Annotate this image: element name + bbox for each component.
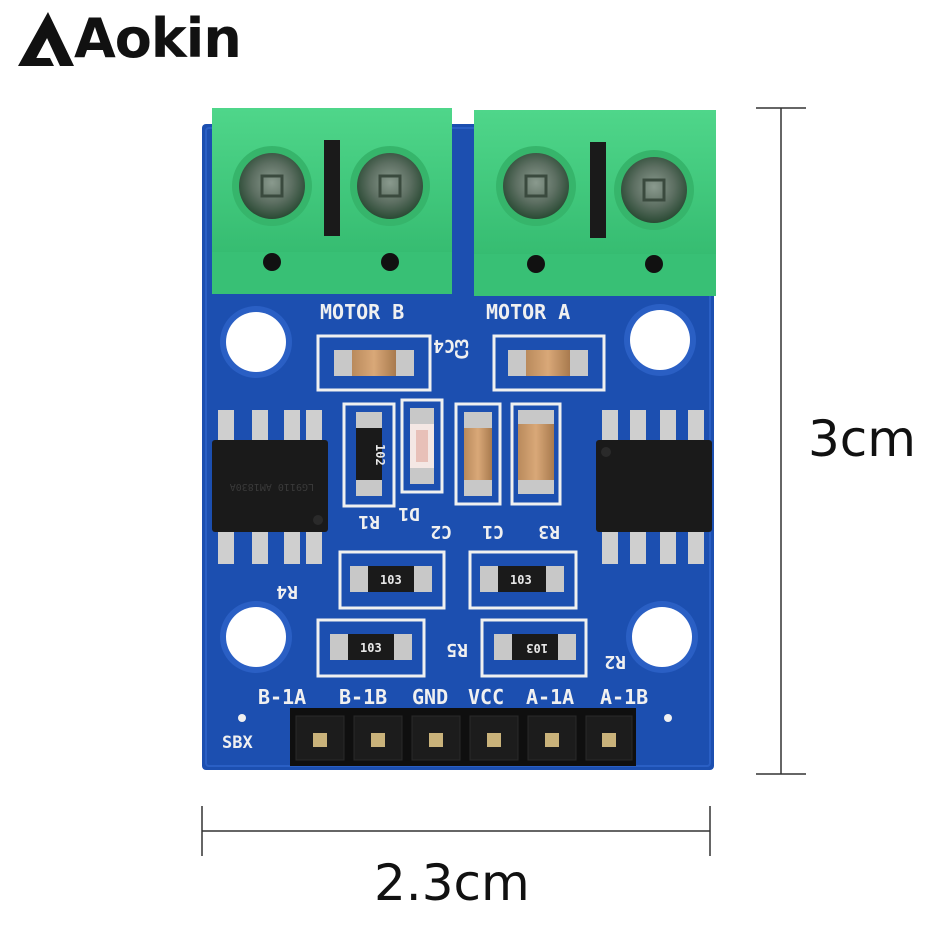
width-dimension-line [201,806,711,856]
r3-code: 103 [510,573,532,587]
capacitor-c1 [510,402,562,506]
label-r5: R5 [446,639,468,660]
width-label: 2.3cm [374,854,530,912]
resistor-r3: 103 [468,550,578,610]
chip-right [596,410,712,564]
resistor-r2: 103 [480,618,588,678]
terminal-block-motor-b [212,108,452,294]
led-d1 [400,398,444,494]
resistor-r5: 103 [316,618,426,678]
pin-label-gnd: GND [412,685,448,709]
r4-code: 103 [380,573,402,587]
capacitor-c4 [316,334,432,392]
label-motor-b: MOTOR B [320,300,404,324]
resistor-r4: 103 [338,550,446,610]
brand-name: Aokin [74,7,242,70]
label-c3: C3 [452,338,473,360]
resistor-r1: 102 [342,402,396,508]
mounting-holes [220,304,698,673]
capacitor-c3 [492,334,606,392]
height-dimension-line [756,107,806,775]
capacitor-c2 [454,402,502,506]
pin-label-vcc: VCC [468,685,504,709]
vendor-mark: SBX [222,733,253,753]
label-r1: R1 [358,511,380,532]
pin-label-b-1a: B-1A [258,685,306,709]
label-c1: C1 [482,521,504,542]
brand-mark-icon [18,12,74,66]
brand-logo: Aokin [14,4,242,74]
pin-labels: B-1A B-1B GND VCC A-1A A-1B [258,685,648,709]
pin-label-b-1b: B-1B [339,685,387,709]
label-r3: R3 [538,521,560,542]
pin-label-a-1b: A-1B [600,685,648,709]
label-r2: R2 [604,651,626,672]
chip-left: LG9110 AM1830A [212,410,328,564]
chip-left-marking: LG9110 AM1830A [230,481,314,492]
label-c4: C4 [433,335,455,356]
label-r4: R4 [276,581,298,602]
r2-code: 103 [526,641,548,655]
r1-code: 102 [373,444,387,466]
label-d1: D1 [398,503,420,524]
label-c2: C2 [430,521,452,542]
pin-header [290,708,636,766]
label-motor-a: MOTOR A [486,300,570,324]
pin-label-a-1a: A-1A [526,685,574,709]
r5-code: 103 [360,641,382,655]
height-label: 3cm [808,410,917,468]
terminal-block-motor-a [474,110,716,296]
